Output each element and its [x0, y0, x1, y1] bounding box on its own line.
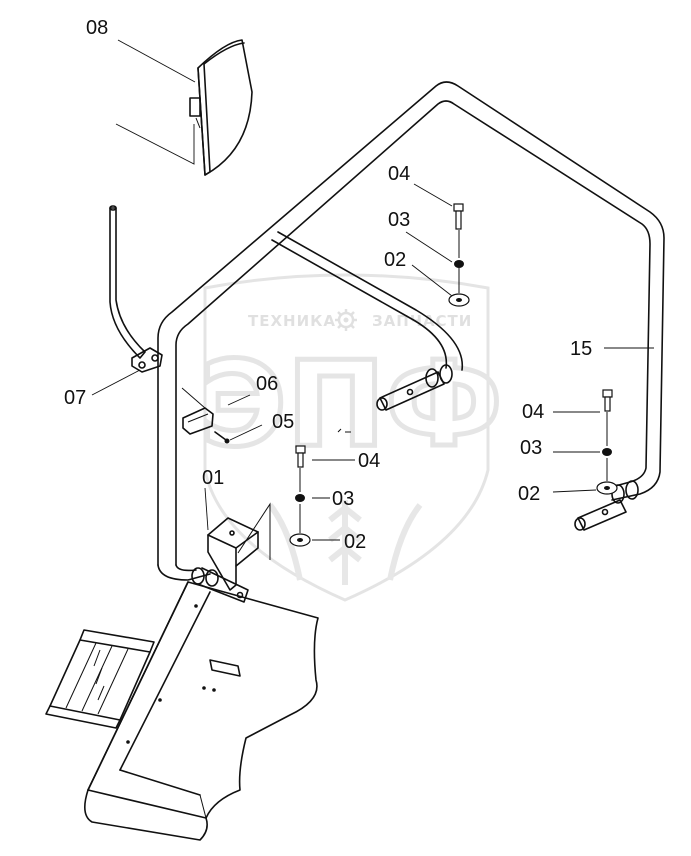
callout-labels: 08 07 06 05 01 15 04 03 02 04 03 02 04 0…	[64, 17, 592, 553]
watermark-text-right: ЗАПЧАСТИ	[372, 312, 472, 330]
callout-07: 07	[64, 387, 86, 409]
mirror-08	[189, 39, 253, 176]
callout-01: 01	[202, 467, 224, 489]
callout-02-right: 02	[518, 483, 540, 505]
hardware-mid	[289, 445, 311, 547]
callout-06: 06	[256, 373, 278, 395]
callout-03-mid: 03	[332, 488, 354, 510]
bracket-01	[207, 502, 271, 591]
watermark-wheat	[267, 500, 423, 585]
step-platform	[45, 581, 319, 841]
watermark-shield	[203, 273, 490, 602]
leader-lines	[91, 39, 654, 541]
screw-05	[214, 431, 230, 444]
inner-crossbar	[271, 231, 464, 411]
right-foot-bracket	[574, 480, 639, 531]
callout-15: 15	[570, 338, 592, 360]
watermark-text-left: ТЕХНИКА	[248, 312, 336, 330]
hardware-top	[448, 203, 470, 307]
hardware-right	[596, 389, 618, 495]
callout-03-right: 03	[520, 437, 542, 459]
callout-04-top: 04	[388, 163, 410, 185]
callout-08: 08	[86, 17, 108, 39]
handrail-tube-15	[157, 81, 665, 603]
callout-04-right: 04	[522, 401, 544, 423]
watermark: ТЕХНИКА ЗАПЧАСТИ ЭПФ	[198, 273, 505, 602]
callout-02-top: 02	[384, 249, 406, 271]
callout-04-mid: 04	[358, 450, 380, 472]
callout-05: 05	[272, 411, 294, 433]
callout-02-mid: 02	[344, 531, 366, 553]
mirror-arm-07	[109, 205, 163, 373]
gear-icon	[335, 309, 357, 331]
stray-marks	[337, 428, 351, 433]
watermark-logo: ЭПФ	[200, 335, 502, 473]
callout-03-top: 03	[388, 209, 410, 231]
